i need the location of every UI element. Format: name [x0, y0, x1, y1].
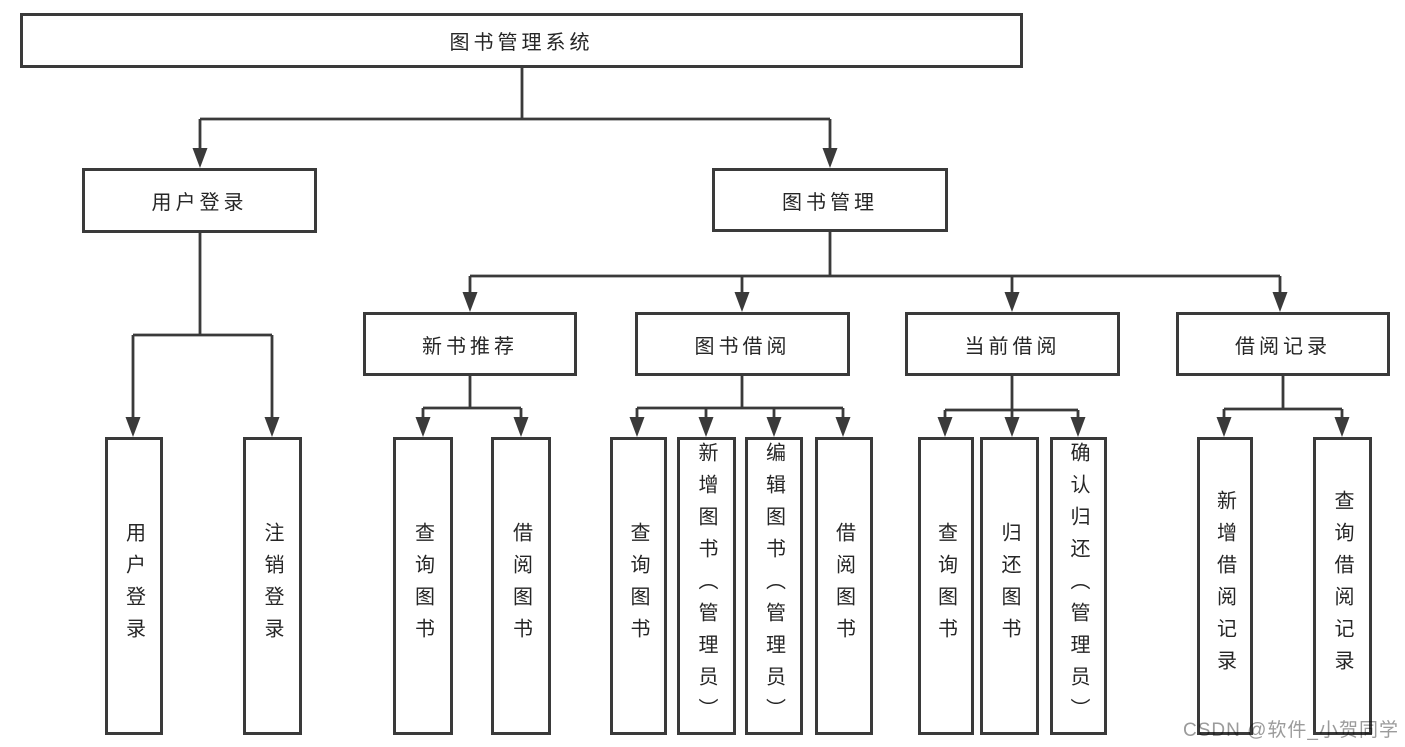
node-new-book-recommendation: 新书推荐: [363, 312, 577, 376]
node-current-borrowing: 当前借阅: [905, 312, 1120, 376]
leaf-query-borrow-record: 查询借阅记录: [1313, 437, 1372, 735]
leaf-borrow-books-recommend: 借阅图书: [491, 437, 551, 735]
leaf-add-book-admin: 新增图书（管理员）: [677, 437, 736, 735]
node-root-library-management-system: 图书管理系统: [20, 13, 1023, 68]
leaf-borrow-books-borrowing: 借阅图书: [815, 437, 873, 735]
leaf-query-books-recommend: 查询图书: [393, 437, 453, 735]
node-borrowing-records: 借阅记录: [1176, 312, 1390, 376]
leaf-user-login: 用户登录: [105, 437, 163, 735]
node-book-management: 图书管理: [712, 168, 948, 232]
leaf-query-books-current: 查询图书: [918, 437, 974, 735]
leaf-logout: 注销登录: [243, 437, 302, 735]
node-book-borrowing: 图书借阅: [635, 312, 850, 376]
leaf-return-books: 归还图书: [980, 437, 1039, 735]
leaf-edit-book-admin: 编辑图书（管理员）: [745, 437, 803, 735]
watermark: CSDN @软件_小贺同学: [1183, 720, 1399, 741]
leaf-add-borrow-record: 新增借阅记录: [1197, 437, 1253, 735]
node-user-login-group: 用户登录: [82, 168, 317, 233]
leaf-query-books-borrowing: 查询图书: [610, 437, 667, 735]
leaf-confirm-return-admin: 确认归还（管理员）: [1050, 437, 1107, 735]
